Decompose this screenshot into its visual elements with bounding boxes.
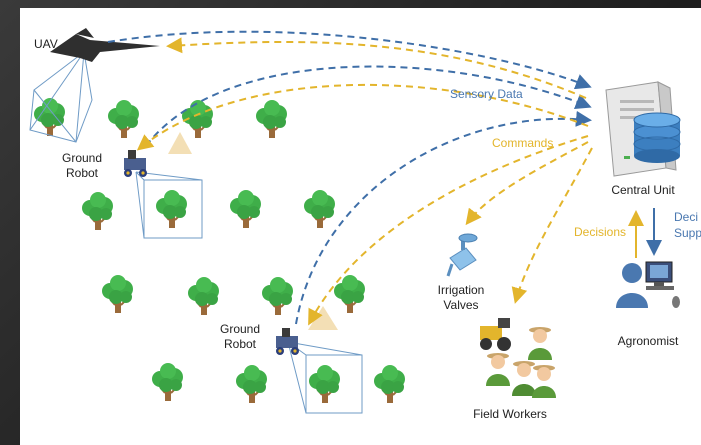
ground-robot-label: Robot — [224, 337, 257, 351]
ground-robot-label: Ground — [62, 151, 102, 165]
ground-robot-icon — [276, 328, 299, 355]
agronomist-icon — [616, 261, 680, 308]
ground-robot-label: Ground — [220, 322, 260, 336]
irrigation-valve-icon — [446, 233, 478, 277]
ground-robot-icon — [124, 150, 147, 177]
decisions-label: Decisions — [574, 225, 626, 239]
field-workers-icon — [480, 318, 556, 398]
sensory-data-arrow — [107, 30, 592, 90]
diagram-canvas: UAV Ground Robot Ground Robot — [20, 8, 701, 445]
command-arrow — [136, 83, 589, 151]
central-unit-label: Central Unit — [611, 183, 675, 197]
sensory-data-arrow — [295, 110, 592, 325]
tree-icon — [255, 99, 288, 139]
ground-robot-field-of-view — [135, 171, 203, 239]
uav-icon — [50, 28, 160, 62]
field-workers-label: Field Workers — [473, 407, 547, 421]
tree-icon — [261, 276, 294, 316]
diagram-svg: UAV Ground Robot Ground Robot — [29, 28, 701, 421]
decision-support-label: Deci — [674, 210, 698, 224]
tree-icon — [107, 99, 140, 139]
tree-icon — [235, 364, 268, 404]
ground-robot-label: Robot — [66, 166, 99, 180]
sensory-data-arrow — [145, 65, 592, 147]
tree-icon — [308, 364, 341, 404]
tree-icon — [303, 189, 336, 229]
database-icon — [633, 112, 681, 163]
tree-icon — [187, 276, 220, 316]
command-arrow — [511, 147, 593, 304]
tree-icon — [151, 362, 184, 402]
tree-icon — [373, 364, 406, 404]
command-arrow — [308, 135, 589, 326]
command-arrow — [465, 141, 589, 226]
uav-field-of-view — [29, 51, 93, 143]
agronomist-label: Agronomist — [618, 334, 679, 348]
tree-icon — [229, 189, 262, 229]
tree-icon — [101, 274, 134, 314]
command-arrow — [166, 37, 587, 99]
tree-icon — [81, 191, 114, 231]
decision-support-label: Supp — [674, 226, 701, 240]
tree-icon — [155, 189, 188, 229]
uav-label: UAV — [34, 37, 58, 51]
irrigation-valves-label: Valves — [443, 298, 478, 312]
irrigation-valves-label: Irrigation — [438, 283, 485, 297]
sensory-data-label: Sensory Data — [450, 87, 523, 101]
sensor-cone — [168, 132, 192, 154]
commands-label: Commands — [492, 136, 553, 150]
